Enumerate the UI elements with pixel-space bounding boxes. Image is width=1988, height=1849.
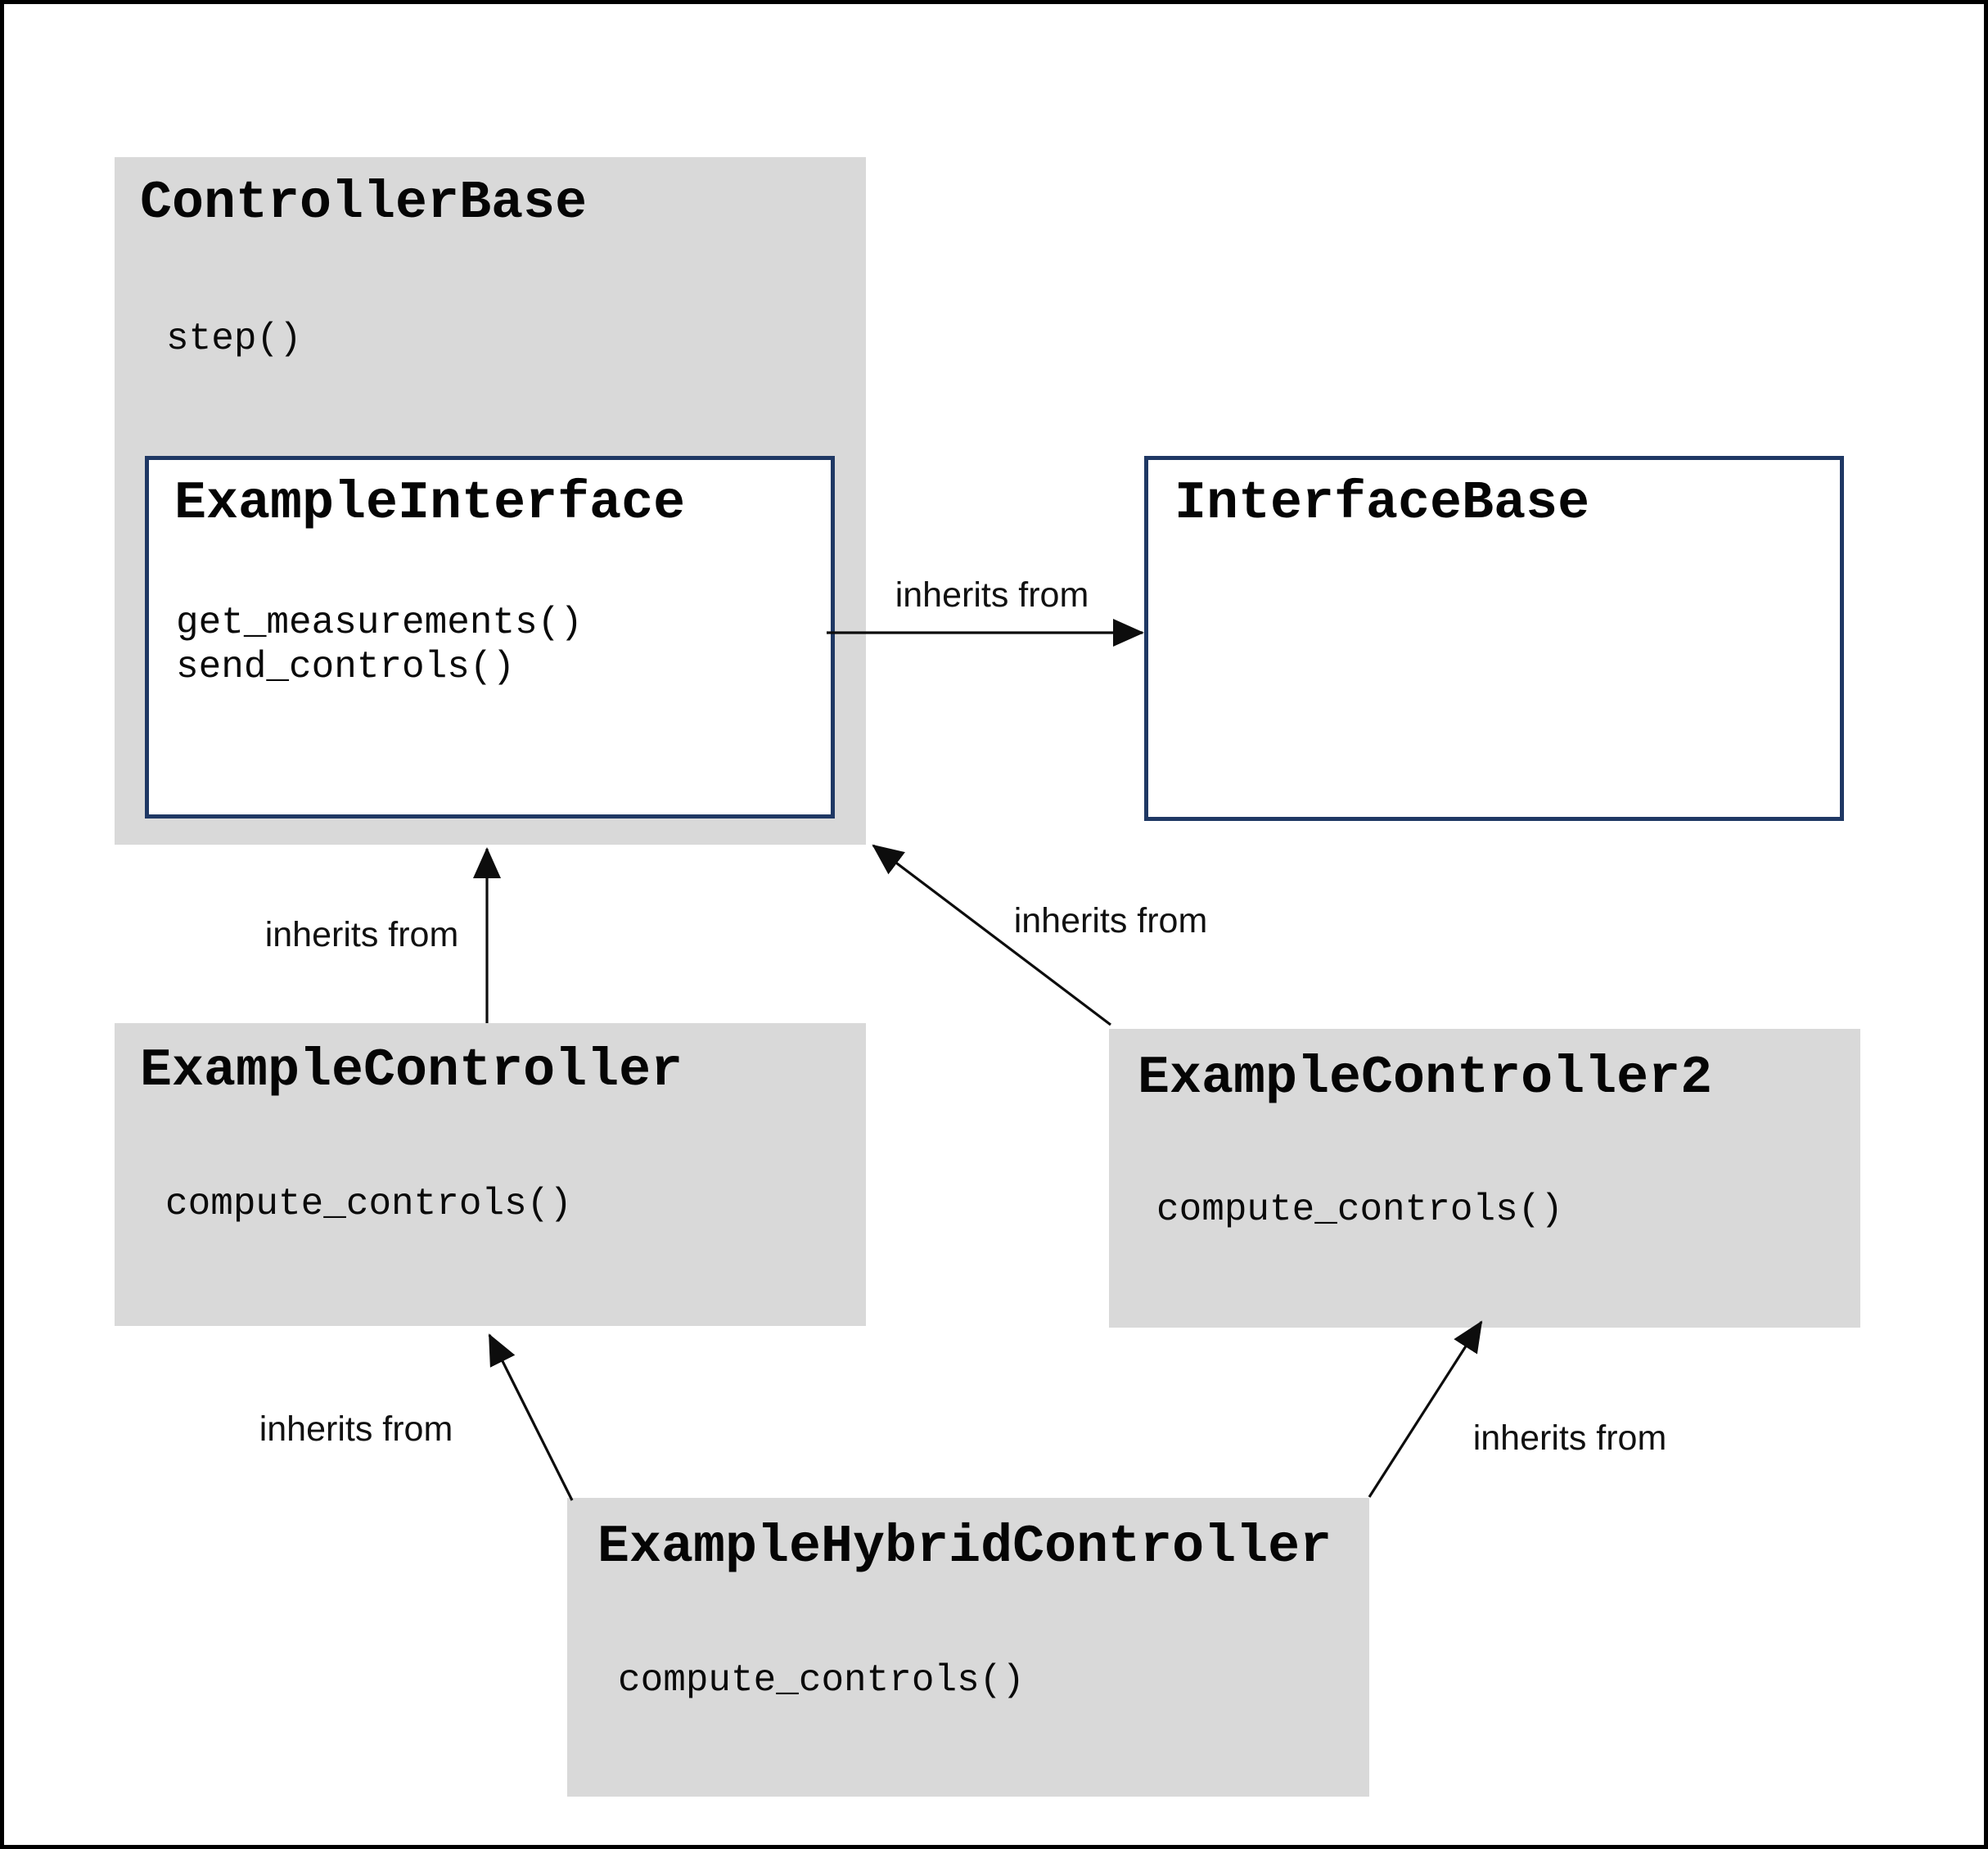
class-title-interface-base: InterfaceBase: [1174, 473, 1590, 534]
class-method-get-measurements: get_measurements(): [176, 602, 583, 644]
class-title-controller-base: ControllerBase: [140, 173, 588, 233]
class-method-compute-controls: compute_controls(): [165, 1183, 572, 1225]
edge-label-inherits-from-2: inherits from: [264, 915, 459, 954]
class-box-example-interface: ExampleInterface get_measurements() send…: [145, 456, 835, 819]
class-title-example-interface: ExampleInterface: [174, 473, 686, 534]
edge-label-inherits-from-3: inherits from: [1013, 901, 1208, 940]
class-title-example-controller2: ExampleController2: [1138, 1048, 1713, 1108]
class-box-example-controller2: ExampleController2 compute_controls(): [1109, 1029, 1860, 1328]
edge-label-inherits-from-4: inherits from: [259, 1409, 453, 1449]
arrow-hybrid-to-examplecontroller2: [1368, 1320, 1483, 1498]
class-method-step: step(): [166, 318, 302, 360]
class-box-interface-base: InterfaceBase: [1144, 456, 1844, 821]
edge-label-inherits-from-1: inherits from: [895, 575, 1089, 615]
class-method-compute-controls2: compute_controls(): [1156, 1188, 1563, 1231]
arrow-hybrid-to-examplecontroller: [488, 1333, 574, 1501]
class-box-example-controller: ExampleController compute_controls(): [115, 1023, 866, 1326]
edge-label-inherits-from-5: inherits from: [1472, 1418, 1667, 1458]
class-title-example-controller: ExampleController: [140, 1040, 683, 1101]
class-title-example-hybrid-controller: ExampleHybridController: [597, 1517, 1332, 1577]
class-method-compute-controls-hybrid: compute_controls(): [618, 1659, 1025, 1702]
class-box-example-hybrid-controller: ExampleHybridController compute_controls…: [567, 1498, 1369, 1797]
class-method-send-controls: send_controls(): [176, 646, 516, 688]
